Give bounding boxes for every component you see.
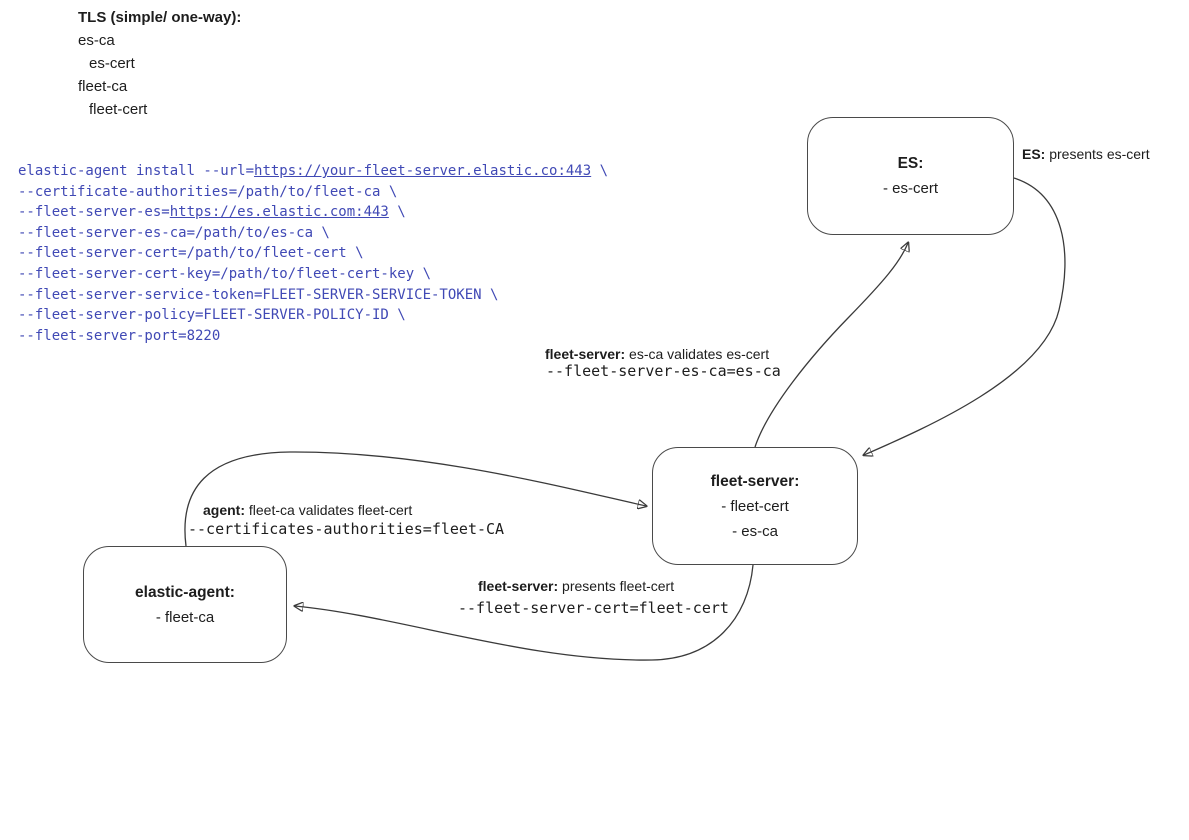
code-text: --fleet-server-cert-key=/path/to/fleet-c… [18,265,432,282]
edge-label-fleet-server-validates-flag: --fleet-server-es-ca=es-ca [546,362,781,380]
legend-item: fleet-ca [78,78,128,95]
node-item: - fleet-cert [721,497,789,515]
legend-title: TLS (simple/ one-way): [78,9,242,26]
node-elastic-agent: elastic-agent: - fleet-ca [83,546,287,663]
code-text: --certificate-authorities=/path/to/fleet… [18,183,398,200]
edge-label-bold: fleet-server: [545,346,626,362]
code-text: --fleet-server-es-ca=/path/to/es-ca \ [18,224,330,241]
code-line: --fleet-server-es=https://es.elastic.com… [18,202,608,223]
edge-label-es-presents: ES: presents es-cert [1022,146,1150,163]
edge-label-agent-validates: agent: fleet-ca validates fleet-cert [203,502,412,519]
node-title: fleet-server: [710,472,800,490]
legend-item: fleet-cert [89,101,148,118]
edge-label-bold: fleet-server: [478,578,559,594]
code-line: --fleet-server-cert-key=/path/to/fleet-c… [18,264,608,285]
edge-label-bold: ES: [1022,146,1046,162]
edge-label-fleet-server-presents: fleet-server: presents fleet-cert [478,578,674,595]
code-line: elastic-agent install --url=https://your… [18,161,608,182]
code-text: --fleet-server-cert=/path/to/fleet-cert … [18,245,364,262]
code-url-link[interactable]: https://es.elastic.com:443 [169,204,389,221]
code-text: \ [388,204,406,221]
edge-label-text: es-ca validates es-cert [625,346,770,362]
node-item: - es-cert [882,180,938,197]
edge-label-fleet-server-presents-flag: --fleet-server-cert=fleet-cert [458,599,729,617]
edge-fleet-server-validates-es-cert [754,243,908,448]
code-line: --fleet-server-policy=FLEET-SERVER-POLIC… [18,305,608,326]
edge-label-text: fleet-ca validates fleet-cert [245,502,413,518]
node-fleet-server: fleet-server: - fleet-cert - es-ca [652,447,858,565]
tls-legend: TLS (simple/ one-way): es-ca es-cert fleet… [78,6,241,121]
edge-label-text: presents fleet-cert [558,578,675,594]
legend-item: es-ca [78,32,115,49]
code-line: --fleet-server-es-ca=/path/to/es-ca \ [18,223,608,244]
edge-label-bold: agent: [203,502,245,518]
node-items: - fleet-ca [156,605,214,630]
node-item: - es-ca [732,522,778,540]
node-item: - fleet-ca [155,608,215,626]
code-text: --fleet-server-service-token=FLEET-SERVE… [18,286,499,303]
edge-label-fleet-server-validates: fleet-server: es-ca validates es-cert [545,346,769,363]
code-line: --fleet-server-service-token=FLEET-SERVE… [18,285,608,306]
legend-item: es-cert [89,55,135,72]
node-title: ES: [897,155,924,172]
node-es: ES: - es-cert [807,117,1014,235]
code-text: --fleet-server-policy=FLEET-SERVER-POLIC… [18,307,406,324]
install-command-code-block: elastic-agent install --url=https://your… [18,161,608,346]
code-text: --fleet-server-port=8220 [18,327,221,344]
code-text: \ [591,163,609,179]
edge-label-text: presents es-cert [1045,146,1150,162]
code-line: --fleet-server-port=8220 [18,326,608,347]
legend-items: es-ca es-cert fleet-ca fleet-cert [78,29,241,121]
code-text: --fleet-server-es= [18,204,170,221]
code-line: --fleet-server-cert=/path/to/fleet-cert … [18,243,608,264]
node-items: - es-cert [883,176,938,201]
node-title: elastic-agent: [135,583,235,601]
code-line: --certificate-authorities=/path/to/fleet… [18,182,608,203]
code-url-link[interactable]: https://your-fleet-server.elastic.co:443 [254,163,592,179]
code-text: elastic-agent install --url= [18,163,255,179]
edge-label-agent-validates-flag: --certificates-authorities=fleet-CA [188,520,505,538]
node-items: - fleet-cert - es-ca [721,494,789,544]
